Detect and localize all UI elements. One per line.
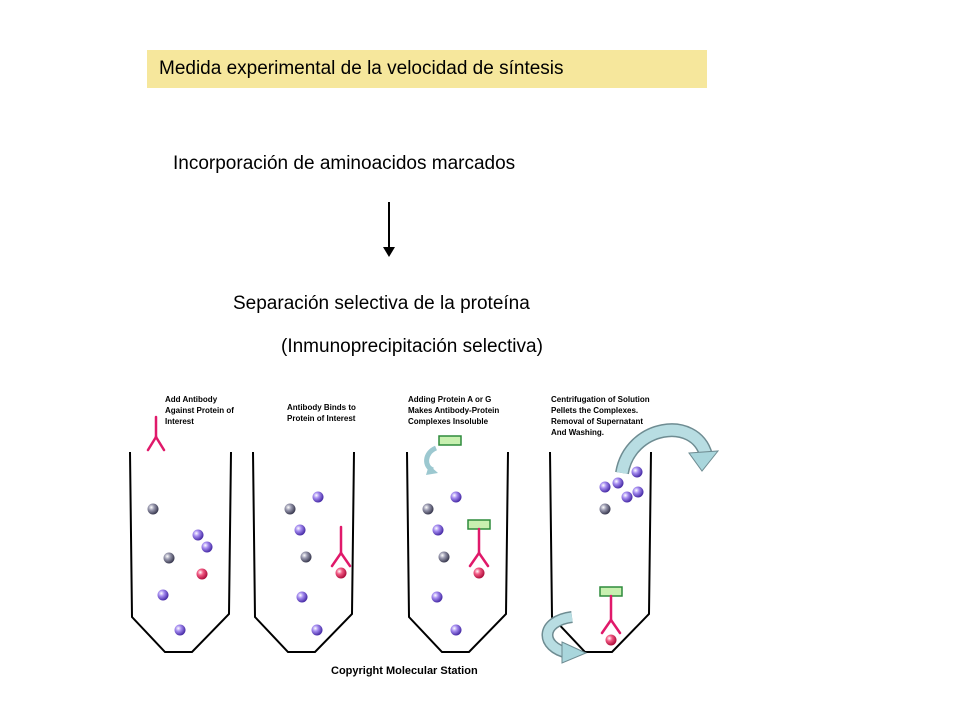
protein: [312, 491, 324, 503]
curved-arrow-small: [424, 445, 438, 473]
protein: [438, 551, 450, 563]
panel4-caption: Centrifugation of Solution Pellets the C…: [551, 395, 652, 437]
panel4-contents: [541, 423, 720, 664]
tubes: [129, 451, 652, 653]
panel2-caption: Antibody Binds to Protein of Interest: [287, 403, 358, 423]
target-protein: [196, 568, 208, 580]
step-separation: Separación selectiva de la proteína: [233, 293, 530, 314]
tube-2: [252, 451, 355, 653]
curved-arrow-small-head: [426, 465, 438, 475]
panel3-contents: [422, 435, 491, 636]
antibody-bound: [468, 527, 490, 568]
curved-arrow-large-head: [688, 450, 720, 472]
protein: [422, 503, 434, 515]
protein: [631, 466, 643, 478]
protein: [296, 591, 308, 603]
protein: [450, 491, 462, 503]
antibody-bound: [330, 525, 352, 568]
immunoprecipitation-figure: Add Antibody Against Protein of Interest…: [110, 385, 730, 690]
protein: [632, 486, 644, 498]
protein: [300, 551, 312, 563]
page-title: Medida experimental de la velocidad de s…: [159, 58, 564, 79]
protein: [599, 481, 611, 493]
protein: [201, 541, 213, 553]
tube-1: [129, 451, 232, 653]
antibody-free: [146, 415, 166, 452]
panel1-contents: [146, 415, 213, 636]
down-arrow-head: [383, 247, 395, 257]
protein: [157, 589, 169, 601]
panel3-caption: Adding Protein A or G Makes Antibody-Pro…: [408, 395, 502, 426]
step-incorporation: Incorporación de aminoacidos marcados: [173, 153, 516, 174]
protein: [284, 503, 296, 515]
target-protein: [605, 634, 617, 646]
protein: [432, 524, 444, 536]
protein: [311, 624, 323, 636]
protein-ag-bound: [467, 519, 491, 530]
protein: [621, 491, 633, 503]
antibody-pellet: [600, 594, 622, 635]
title-banner: Medida experimental de la velocidad de s…: [147, 50, 707, 88]
tube-4: [549, 451, 652, 653]
target-protein: [473, 567, 485, 579]
protein-ag-pellet: [599, 586, 623, 597]
protein: [612, 477, 624, 489]
curved-arrow-large: [616, 424, 712, 475]
protein: [147, 503, 159, 515]
step-method: (Inmunoprecipitación selectiva): [281, 336, 543, 357]
immunoprecipitation-diagram: Add Antibody Against Protein of Interest…: [129, 395, 720, 677]
panel1-caption: Add Antibody Against Protein of Interest: [165, 395, 236, 426]
protein-ag: [438, 435, 462, 446]
target-protein: [335, 567, 347, 579]
curved-arrow-bottom: [543, 612, 573, 658]
tube-3: [406, 451, 509, 653]
protein: [599, 503, 611, 515]
curved-arrow-bottom-head: [561, 641, 588, 664]
panel2-contents: [284, 491, 352, 636]
protein: [163, 552, 175, 564]
protein: [294, 524, 306, 536]
protein: [174, 624, 186, 636]
protein: [431, 591, 443, 603]
protein: [450, 624, 462, 636]
protein: [192, 529, 204, 541]
down-arrow: [388, 202, 390, 249]
copyright-text: Copyright Molecular Station: [331, 665, 478, 677]
